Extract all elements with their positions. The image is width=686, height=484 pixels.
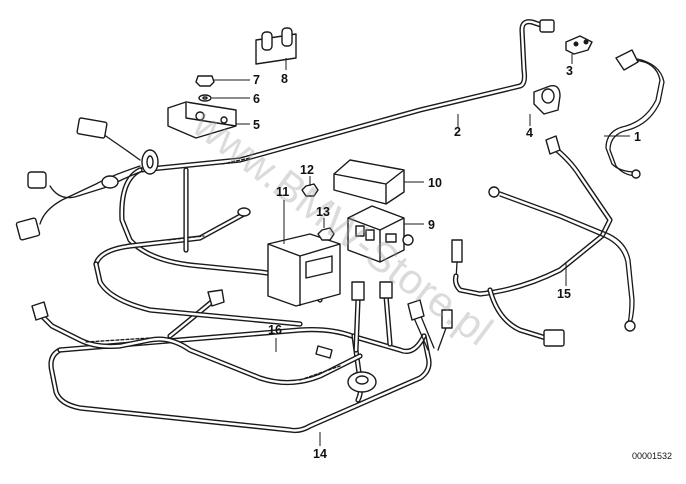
cable-16 [31,289,363,386]
callout-10: 10 [428,176,442,190]
washer-6 [198,94,212,102]
bracket-5 [167,101,237,139]
nut-13 [317,227,335,241]
cover-11 [267,233,341,307]
callout-4: 4 [526,126,533,140]
callout-8: 8 [281,72,288,86]
cable-1 [605,49,665,179]
callout-16: 16 [268,323,282,337]
cover-10 [333,159,405,205]
leader-lines [212,54,630,446]
callout-2: 2 [454,125,461,139]
callout-7: 7 [253,73,260,87]
drawing-number: 00001532 [632,451,672,461]
callout-9: 9 [428,218,435,232]
nut-12 [301,183,319,197]
callout-15: 15 [557,287,571,301]
cable-15 [452,135,636,347]
callout-13: 13 [316,205,330,219]
callout-5: 5 [253,118,260,132]
callout-1: 1 [634,130,641,144]
callout-numbers: 1 2 3 4 5 6 7 8 9 10 11 12 13 14 15 16 [253,64,641,461]
callout-14: 14 [313,447,327,461]
terminal-box-9 [347,205,414,263]
nut-7 [195,75,215,87]
holder-8 [255,27,297,65]
callout-11: 11 [276,185,289,199]
cable-center [93,167,303,327]
clamp-4 [533,85,561,115]
callout-3: 3 [566,64,573,78]
battery-cables [351,239,463,353]
harness-14 [48,327,432,434]
callout-6: 6 [253,92,260,106]
callout-12: 12 [300,163,314,177]
terminal-3 [565,35,593,55]
